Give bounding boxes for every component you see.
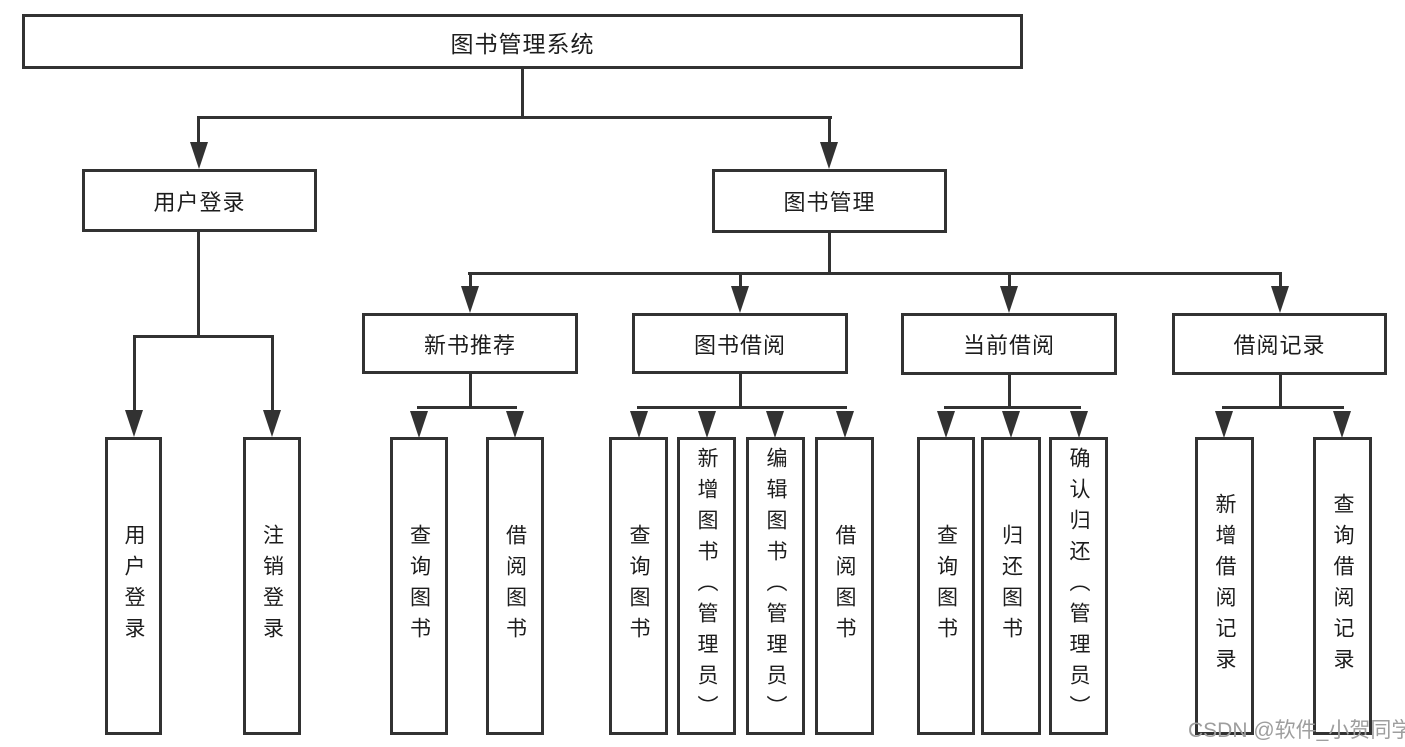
leaf-current-return-book-label: 归还图书: [999, 524, 1023, 648]
connector-record-rail: [1222, 406, 1344, 409]
node-book-borrow-label: 图书借阅: [693, 332, 786, 358]
leaf-user-login-label: 用户登录: [122, 524, 146, 648]
leaf-logout: 注销登录: [243, 437, 301, 735]
arrow-down-icon: [820, 142, 838, 169]
leaf-borrow-query-book: 查询图书: [609, 437, 668, 735]
connector-stub-user-login: [197, 116, 200, 144]
leaf-recommend-borrow-book-label: 借阅图书: [503, 524, 527, 648]
arrow-down-icon: [1333, 411, 1351, 438]
leaf-borrow-add-book: 新增图书（管理员）: [677, 437, 736, 735]
csdn-watermark: CSDN @软件_小贺同学: [1188, 719, 1405, 742]
arrow-down-icon: [1070, 411, 1088, 438]
connector-stub-record: [1279, 272, 1282, 288]
connector-stub-ul-login: [133, 335, 136, 413]
leaf-record-add-record-label: 新增借阅记录: [1213, 493, 1237, 679]
leaf-borrow-edit-book-label: 编辑图书（管理员）: [764, 446, 788, 726]
arrow-down-icon: [190, 142, 208, 169]
leaf-borrow-borrow-book-label: 借阅图书: [833, 524, 857, 648]
arrow-down-icon: [836, 411, 854, 438]
arrow-down-icon: [1000, 286, 1018, 313]
arrow-down-icon: [410, 411, 428, 438]
node-user-login: 用户登录: [82, 169, 317, 232]
node-current-borrow-label: 当前借阅: [962, 333, 1055, 358]
arrow-down-icon: [506, 411, 524, 438]
leaf-record-add-record: 新增借阅记录: [1195, 437, 1254, 735]
connector-level3-rail: [468, 272, 1282, 275]
connector-stub-current: [1008, 272, 1011, 288]
connector-root-trunk: [521, 69, 524, 119]
node-borrow-record: 借阅记录: [1172, 313, 1387, 375]
leaf-borrow-edit-book: 编辑图书（管理员）: [746, 437, 805, 735]
connector-current-trunk: [1008, 375, 1011, 408]
leaf-borrow-borrow-book: 借阅图书: [815, 437, 874, 735]
leaf-user-login: 用户登录: [105, 437, 162, 735]
node-user-login-label: 用户登录: [153, 189, 246, 215]
arrow-down-icon: [1271, 286, 1289, 313]
arrow-down-icon: [125, 410, 143, 437]
connector-borrow-rail: [637, 406, 847, 409]
connector-stub-new-rec: [469, 272, 472, 288]
connector-record-trunk: [1279, 375, 1282, 408]
arrow-down-icon: [1215, 411, 1233, 438]
connector-stub-borrow: [739, 272, 742, 288]
node-book-borrow: 图书借阅: [632, 313, 848, 374]
leaf-logout-label: 注销登录: [260, 524, 284, 648]
node-root-label: 图书管理系统: [450, 30, 595, 57]
leaf-recommend-query-book-label: 查询图书: [407, 524, 431, 648]
leaf-borrow-add-book-label: 新增图书（管理员）: [695, 446, 719, 726]
node-borrow-record-label: 借阅记录: [1233, 333, 1326, 358]
arrow-down-icon: [698, 411, 716, 438]
leaf-current-confirm-return-label: 确认归还（管理员）: [1067, 446, 1091, 726]
arrow-down-icon: [630, 411, 648, 438]
connector-new-rec-rail: [417, 406, 517, 409]
connector-user-login-rail: [133, 335, 274, 338]
arrow-down-icon: [461, 286, 479, 313]
leaf-current-query-book: 查询图书: [917, 437, 975, 735]
leaf-record-query-record: 查询借阅记录: [1313, 437, 1372, 735]
leaf-current-query-book-label: 查询图书: [934, 524, 958, 648]
connector-stub-ul-logout: [271, 335, 274, 413]
leaf-recommend-borrow-book: 借阅图书: [486, 437, 544, 735]
leaf-record-query-record-label: 查询借阅记录: [1331, 493, 1355, 679]
node-book-management-label: 图书管理: [783, 190, 876, 215]
arrow-down-icon: [731, 286, 749, 313]
connector-stub-book-mgmt: [828, 116, 831, 144]
node-book-management: 图书管理: [712, 169, 947, 233]
leaf-recommend-query-book: 查询图书: [390, 437, 448, 735]
node-root: 图书管理系统: [22, 14, 1023, 69]
connector-borrow-trunk: [739, 374, 742, 408]
connector-new-rec-trunk: [469, 374, 472, 408]
arrow-down-icon: [937, 411, 955, 438]
node-current-borrow: 当前借阅: [901, 313, 1117, 375]
connector-book-mgmt-trunk: [828, 233, 831, 275]
leaf-borrow-query-book-label: 查询图书: [627, 524, 651, 648]
connector-level1-rail: [197, 116, 832, 119]
leaf-current-confirm-return: 确认归还（管理员）: [1049, 437, 1108, 735]
leaf-current-return-book: 归还图书: [981, 437, 1041, 735]
arrow-down-icon: [766, 411, 784, 438]
arrow-down-icon: [1002, 411, 1020, 438]
arrow-down-icon: [263, 410, 281, 437]
connector-current-rail: [944, 406, 1081, 409]
connector-user-login-trunk: [197, 232, 200, 338]
node-new-book-recommend: 新书推荐: [362, 313, 578, 374]
node-new-book-recommend-label: 新书推荐: [423, 332, 516, 358]
